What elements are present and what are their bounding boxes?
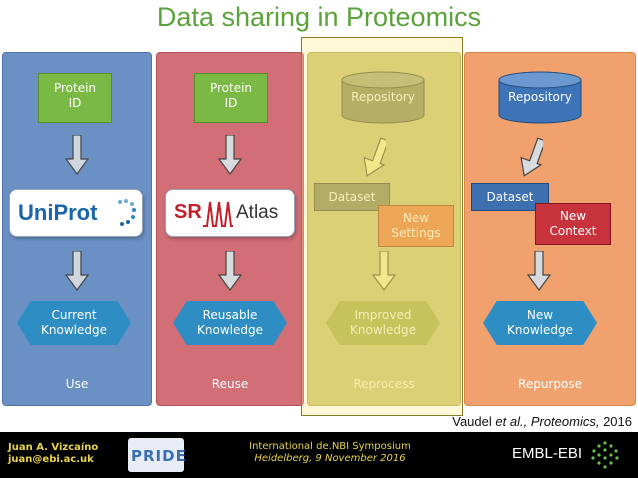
column-label-repurpose: Repurpose (518, 377, 582, 391)
pride-logo-text: PRIDE (131, 447, 187, 465)
embl-ebi-dots-icon (591, 441, 619, 469)
protein-id-label-2: ID (224, 96, 238, 110)
new-knowledge-label-1: New (526, 308, 554, 322)
event-subtitle: Heidelberg, 9 November 2016 (254, 453, 406, 464)
citation-year: 2016 (599, 414, 632, 429)
embl-ebi-logo-text: EMBL-EBI (512, 445, 583, 462)
repository-cylinder-icon (498, 71, 582, 124)
protein-id-document: Protein ID (38, 73, 112, 123)
dataset-document: Dataset (314, 183, 390, 211)
protein-id-label-1: Protein (209, 81, 253, 95)
new-settings-label-1: New (402, 211, 430, 225)
author-email: juan@ebi.ac.uk (8, 454, 94, 465)
repository-label: Repository (351, 89, 415, 104)
new-settings-label-2: Settings (391, 226, 441, 240)
column-label-use: Use (65, 377, 89, 391)
arrow-down-icon (218, 251, 242, 291)
new-context-label-2: Context (549, 224, 597, 238)
new-knowledge-label-2: Knowledge (507, 323, 573, 337)
event-info: International de.NBI Symposium Heidelber… (230, 441, 430, 465)
protein-id-document: Protein ID (194, 73, 268, 123)
uniprot-text: UniProt (18, 200, 98, 225)
event-title: International de.NBI Symposium (249, 441, 411, 452)
arrow-down-icon (65, 135, 89, 175)
new-context-label-1: New (559, 209, 587, 223)
current-label-1: Current (51, 308, 97, 322)
srm-sr-text: SR (174, 201, 202, 223)
repository-label: Repository (508, 89, 572, 104)
reprocess-highlight-frame (301, 37, 463, 416)
atlas-text: Atlas (236, 202, 279, 223)
uniprot-dots-icon (118, 199, 136, 226)
uniprot-logo: UniProt (9, 189, 143, 237)
peaks-icon (203, 201, 233, 227)
slide-title: Data sharing in Proteomics (156, 2, 482, 32)
repository-cylinder-icon (341, 71, 425, 124)
arrow-down-left-icon (520, 137, 543, 177)
protein-id-label-1: Protein (53, 81, 97, 95)
protein-id-label-2: ID (68, 96, 82, 110)
reusable-label-2: Knowledge (197, 323, 263, 337)
citation-etal: et al., (495, 414, 531, 429)
column-label-reuse: Reuse (211, 377, 249, 391)
arrow-down-icon (218, 135, 242, 175)
current-label-2: Knowledge (41, 323, 107, 337)
pride-logo: PRIDE (128, 438, 187, 472)
footer-author-block: Juan A. Vizcaíno juan@ebi.ac.uk (8, 442, 98, 466)
citation: Vaudel et al., Proteomics, 2016 (452, 414, 632, 429)
improved-label-1: Improved (354, 308, 412, 322)
srm-atlas-logo: SR Atlas (165, 189, 295, 237)
arrow-down-left-icon (363, 137, 386, 177)
arrow-down-icon (372, 251, 396, 291)
arrow-down-icon (527, 251, 551, 291)
footer-bar: Juan A. Vizcaíno juan@ebi.ac.uk PRIDE In… (0, 432, 638, 478)
improved-label-2: Knowledge (350, 323, 416, 337)
citation-authors: Vaudel (452, 414, 496, 429)
author-name: Juan A. Vizcaíno (8, 442, 99, 453)
arrow-down-icon (65, 251, 89, 291)
citation-journal: Proteomics, (530, 414, 600, 429)
reusable-label-1: Reusable (202, 308, 258, 322)
column-label-reprocess: Reprocess (353, 377, 415, 391)
